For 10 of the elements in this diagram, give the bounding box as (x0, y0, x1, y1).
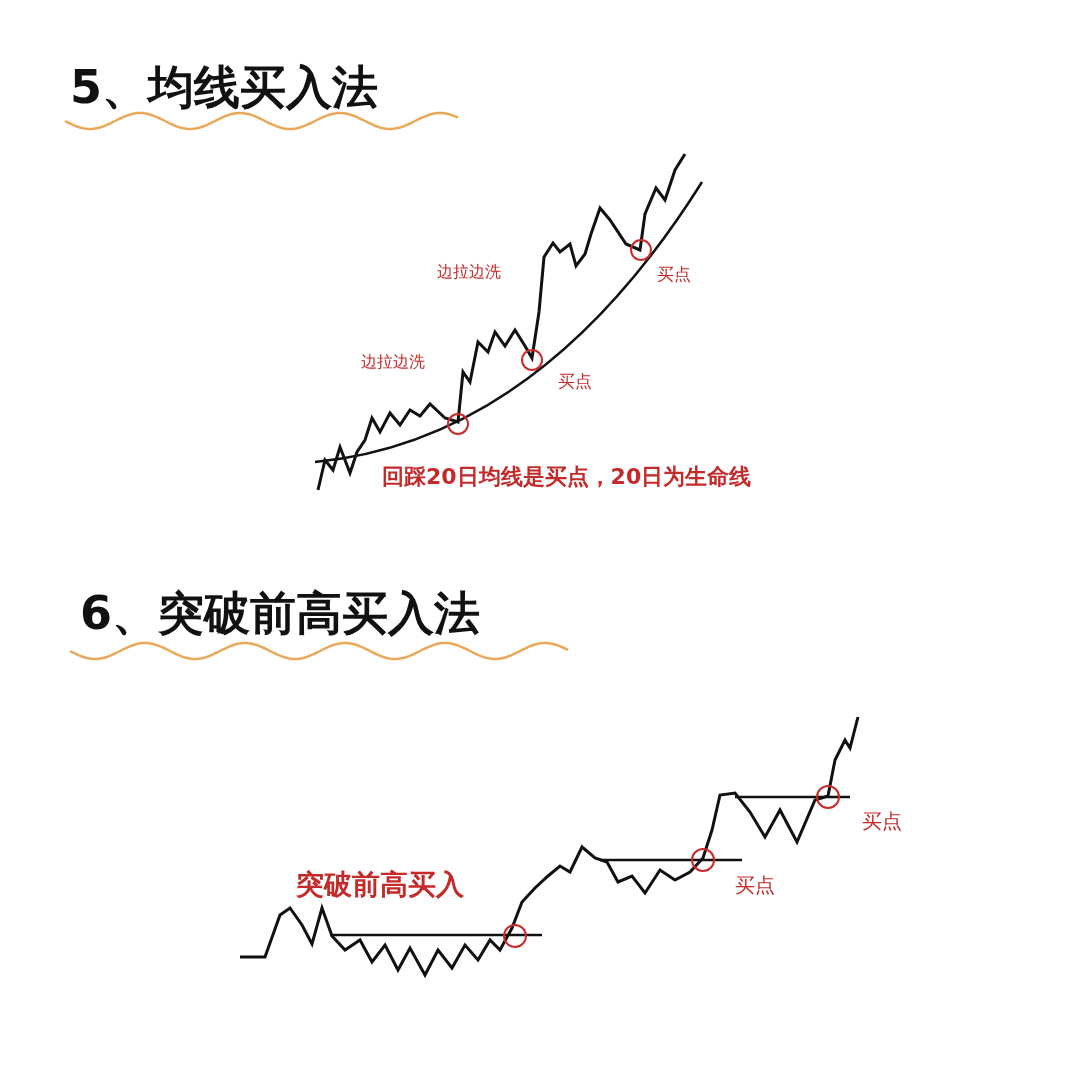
annotation-text: 买点 (558, 372, 592, 391)
heading: 5、均线买入法 (70, 62, 378, 113)
annotation-text: 边拉边洗 (361, 353, 425, 371)
caption-text: 回踩20日均线是买点，20日为生命线 (382, 465, 752, 490)
annotation-text: 边拉边洗 (437, 263, 501, 281)
annotation-text: 买点 (735, 874, 775, 896)
annotation-text: 突破前高买入 (296, 870, 464, 901)
heading: 6、突破前高买入法 (80, 588, 480, 639)
annotation-text: 买点 (657, 265, 691, 284)
annotation-text: 买点 (862, 810, 902, 832)
